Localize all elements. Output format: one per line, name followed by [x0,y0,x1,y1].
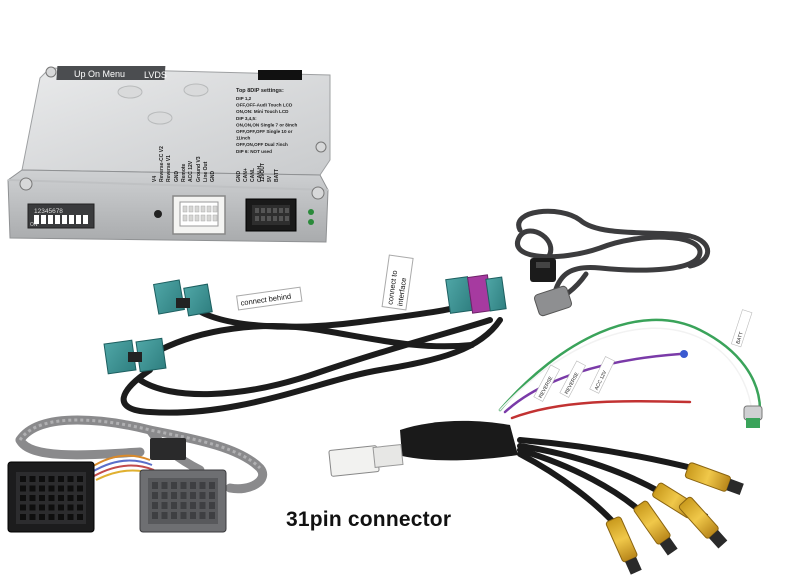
dip-key[interactable] [76,215,81,224]
fakra-cable: connect behind connect to interface [103,254,507,416]
rca-white-connector [328,444,404,477]
screw-icon [45,66,57,78]
pin-label: Line Out [203,161,209,182]
wire-tag: ACC 12V [589,356,615,394]
settings-line: DIP 1,2 [236,96,252,101]
caption-31pin-connector: 31pin connector [286,508,452,531]
settings-line: OFF,OFF,OFF Single 10 or [236,129,293,134]
settings-line: ON,ON: Mini Touch LCD [236,109,289,114]
wire-tag: REVERSE [559,360,586,398]
menu-label: Up On Menu [74,69,125,79]
pin-label: GND [210,171,216,183]
tape-wrap [400,420,518,461]
usb-black-plug [530,258,556,282]
dip-key[interactable] [41,215,46,224]
dip-numbers: 12345678 [34,208,63,215]
dip-key[interactable] [69,215,74,224]
pin-label: V4 [152,176,158,182]
bump [183,83,209,97]
pin-label: 5V [267,175,273,182]
dip-key[interactable] [48,215,53,224]
harness-small-connector [150,438,186,460]
led-icon [308,219,314,225]
settings-line: OFF,OFF-Audi Touch LCD [236,103,293,108]
led-icon [308,209,314,215]
rca-plug-icon [605,516,642,575]
wire-tag-label: BATT [735,331,745,345]
pin-label: BATT [274,169,280,182]
pin-label: Ground V3 [196,156,202,182]
settings-title: Top 8DIP settings: [236,88,284,94]
usb-grey-plug [533,285,573,317]
pin-label: GND [174,171,180,183]
rca-plug-icon [684,462,744,495]
settings-line: ON,ON,ON Single 7 or 8inch [236,122,297,127]
spade-terminal [743,405,763,428]
harness-31pin [7,415,267,533]
pin-label: 12vOUT [260,163,266,182]
menu-label-strip [56,66,166,80]
rca-plugs [605,462,744,575]
port-hole [154,210,162,218]
pin-label: CAN-H [257,166,263,182]
harness-connector-grey [139,469,227,533]
black-connector-socket[interactable] [245,198,297,232]
settings-line: 11inch [236,136,250,141]
settings-line: DIP 3,4,5: [236,116,257,121]
fakra-connector-purple [445,274,507,314]
interface-box: Up On Menu LVDS Top 8DIP settings: DIP 1… [7,66,331,243]
dip-key[interactable] [83,215,88,224]
pin-label: CANL [250,168,256,182]
settings-line: OFF,ON,OFF Dual 7inch [236,142,288,147]
pin-label: Reverse-CC V2 [159,146,165,182]
bump [117,85,143,99]
rca-plug-icon [678,496,728,549]
lvds-label: LVDS [144,70,167,80]
dip-on-label: ON [30,222,38,228]
screw-icon [19,177,33,191]
fakra-connector-teal [103,337,167,375]
screw-icon [315,141,327,153]
pin-label: GND [236,171,242,183]
harness-connector-black [7,461,95,533]
dip-key[interactable] [55,215,60,224]
bump [147,111,173,125]
pin-label: Reverse V1 [166,155,172,182]
tag-connect-behind: connect behind [236,286,303,311]
fakra-connector-teal [153,279,213,317]
black-sticker [258,70,302,80]
dip-key[interactable] [34,215,39,224]
dip-switch[interactable]: 12345678 ON [27,203,95,229]
pin-label: CAN+ [243,168,249,182]
wire-end-cap [680,350,688,358]
rca-plug-icon [633,500,678,556]
pin-label: ACC 12V [188,160,194,182]
wire-tag: BATT [730,309,753,348]
dip-key[interactable] [62,215,67,224]
svg-text:interface: interface [395,277,408,307]
white-connector-socket[interactable] [172,195,226,235]
pin-label: Remote [181,163,187,182]
screw-icon [311,186,325,200]
tag-connect-to-interface: connect to interface [381,254,414,311]
settings-line: DIP 6: NOT used [236,149,272,154]
